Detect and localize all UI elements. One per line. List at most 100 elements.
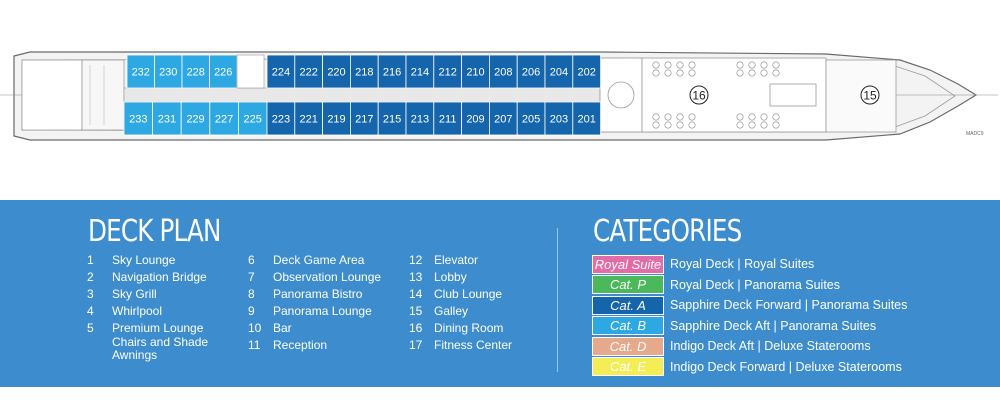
item-number: 12: [409, 253, 423, 267]
cabin-cell: [488, 54, 518, 89]
cabin-227: 227: [209, 101, 239, 136]
cabin-207: 207: [488, 101, 518, 136]
cabin-cell: [516, 101, 546, 136]
cabin-217: 217: [349, 101, 379, 136]
cabin-206: 206: [516, 54, 546, 89]
lobby-area: [599, 57, 643, 133]
item-label: Club Lounge: [434, 287, 503, 301]
item-label-line3: Awnings: [112, 348, 158, 362]
legend-divider: [557, 228, 558, 372]
dining-table: [664, 61, 672, 69]
item-number: 11: [248, 338, 261, 352]
dining-table: [688, 61, 696, 69]
cabin-218: 218: [349, 54, 379, 89]
cabin-cell: [294, 54, 323, 89]
cabin-number: 230: [159, 67, 177, 79]
cabin-209: 209: [461, 101, 490, 136]
item-label: Fitness Center: [434, 338, 513, 352]
cabin-number: 210: [466, 67, 484, 79]
cabin-203: 203: [544, 101, 574, 136]
cabin-cell: [544, 54, 574, 89]
dining-table: [688, 69, 696, 77]
cabin-cell: [433, 54, 462, 89]
dining-table: [688, 121, 696, 129]
cabin-210: 210: [461, 54, 490, 89]
cabin-number: 227: [215, 114, 233, 126]
cabin-number: 214: [411, 67, 429, 79]
cabin-number: 223: [272, 114, 290, 126]
category-badge: Cat. D: [592, 336, 664, 356]
dining-tables: [652, 61, 780, 129]
cabin-205: 205: [516, 101, 546, 136]
dining-table: [652, 61, 660, 69]
dining-table: [736, 61, 744, 69]
cabin-226: 226: [209, 54, 238, 89]
cabin-219: 219: [322, 101, 351, 136]
dining-table: [736, 121, 744, 129]
cabin-number: 216: [383, 67, 401, 79]
list-item: 12 Elevator: [409, 252, 512, 269]
item-number: 9: [248, 304, 255, 318]
cabin-number: 220: [327, 67, 345, 79]
item-number: 15: [409, 304, 423, 318]
cabin-cell: [266, 54, 296, 89]
cabin-number: 231: [158, 114, 176, 126]
item-label: Observation Lounge: [273, 270, 382, 284]
cabin-215: 215: [377, 101, 407, 136]
cabin-cell: [180, 101, 211, 136]
cabin-number: 205: [522, 114, 540, 126]
dining-table: [748, 69, 756, 77]
dining-table: [760, 61, 768, 69]
deck-plan-title: DECK PLAN: [88, 214, 221, 249]
item-number: 3: [87, 287, 94, 301]
cabin-230: 230: [154, 54, 183, 89]
category-description: Indigo Deck Forward | Deluxe Staterooms: [670, 359, 902, 374]
cabin-cell: [377, 54, 407, 89]
cabin-228: 228: [181, 54, 210, 89]
cabin-cell: [349, 101, 379, 136]
aft-stairs: [81, 59, 125, 131]
item-label: Sky Grill: [112, 287, 157, 301]
lobby-stair-circle: [607, 81, 635, 109]
cabin-cell: [209, 101, 239, 136]
cabin-cell: [266, 101, 296, 136]
category-description: Sapphire Deck Forward | Panorama Suites: [670, 298, 908, 313]
cabin-cell: [322, 54, 351, 89]
cabin-201: 201: [572, 101, 601, 136]
cabin-229: 229: [180, 101, 211, 136]
category-description: Royal Deck | Royal Suites: [670, 257, 815, 271]
cabin-211: 211: [433, 101, 462, 136]
item-label: Panorama Bistro: [273, 287, 363, 301]
item-label: Elevator: [434, 253, 479, 267]
item-label: Sky Lounge: [112, 253, 176, 267]
cabin-number: 215: [383, 114, 401, 126]
dining-table: [760, 121, 768, 129]
cabin-212: 212: [433, 54, 462, 89]
item-number: 7: [248, 270, 255, 284]
dining-table: [652, 69, 660, 77]
category-badge: Cat. P: [592, 275, 664, 295]
dining-table: [736, 113, 744, 121]
cabin-number: 202: [578, 67, 596, 79]
dining-table: [676, 113, 684, 121]
cabin-number: 213: [411, 114, 429, 126]
cabin-214: 214: [405, 54, 435, 89]
category-badge: Cat. E: [592, 357, 664, 377]
list-item: 3 Sky Grill: [87, 286, 208, 303]
